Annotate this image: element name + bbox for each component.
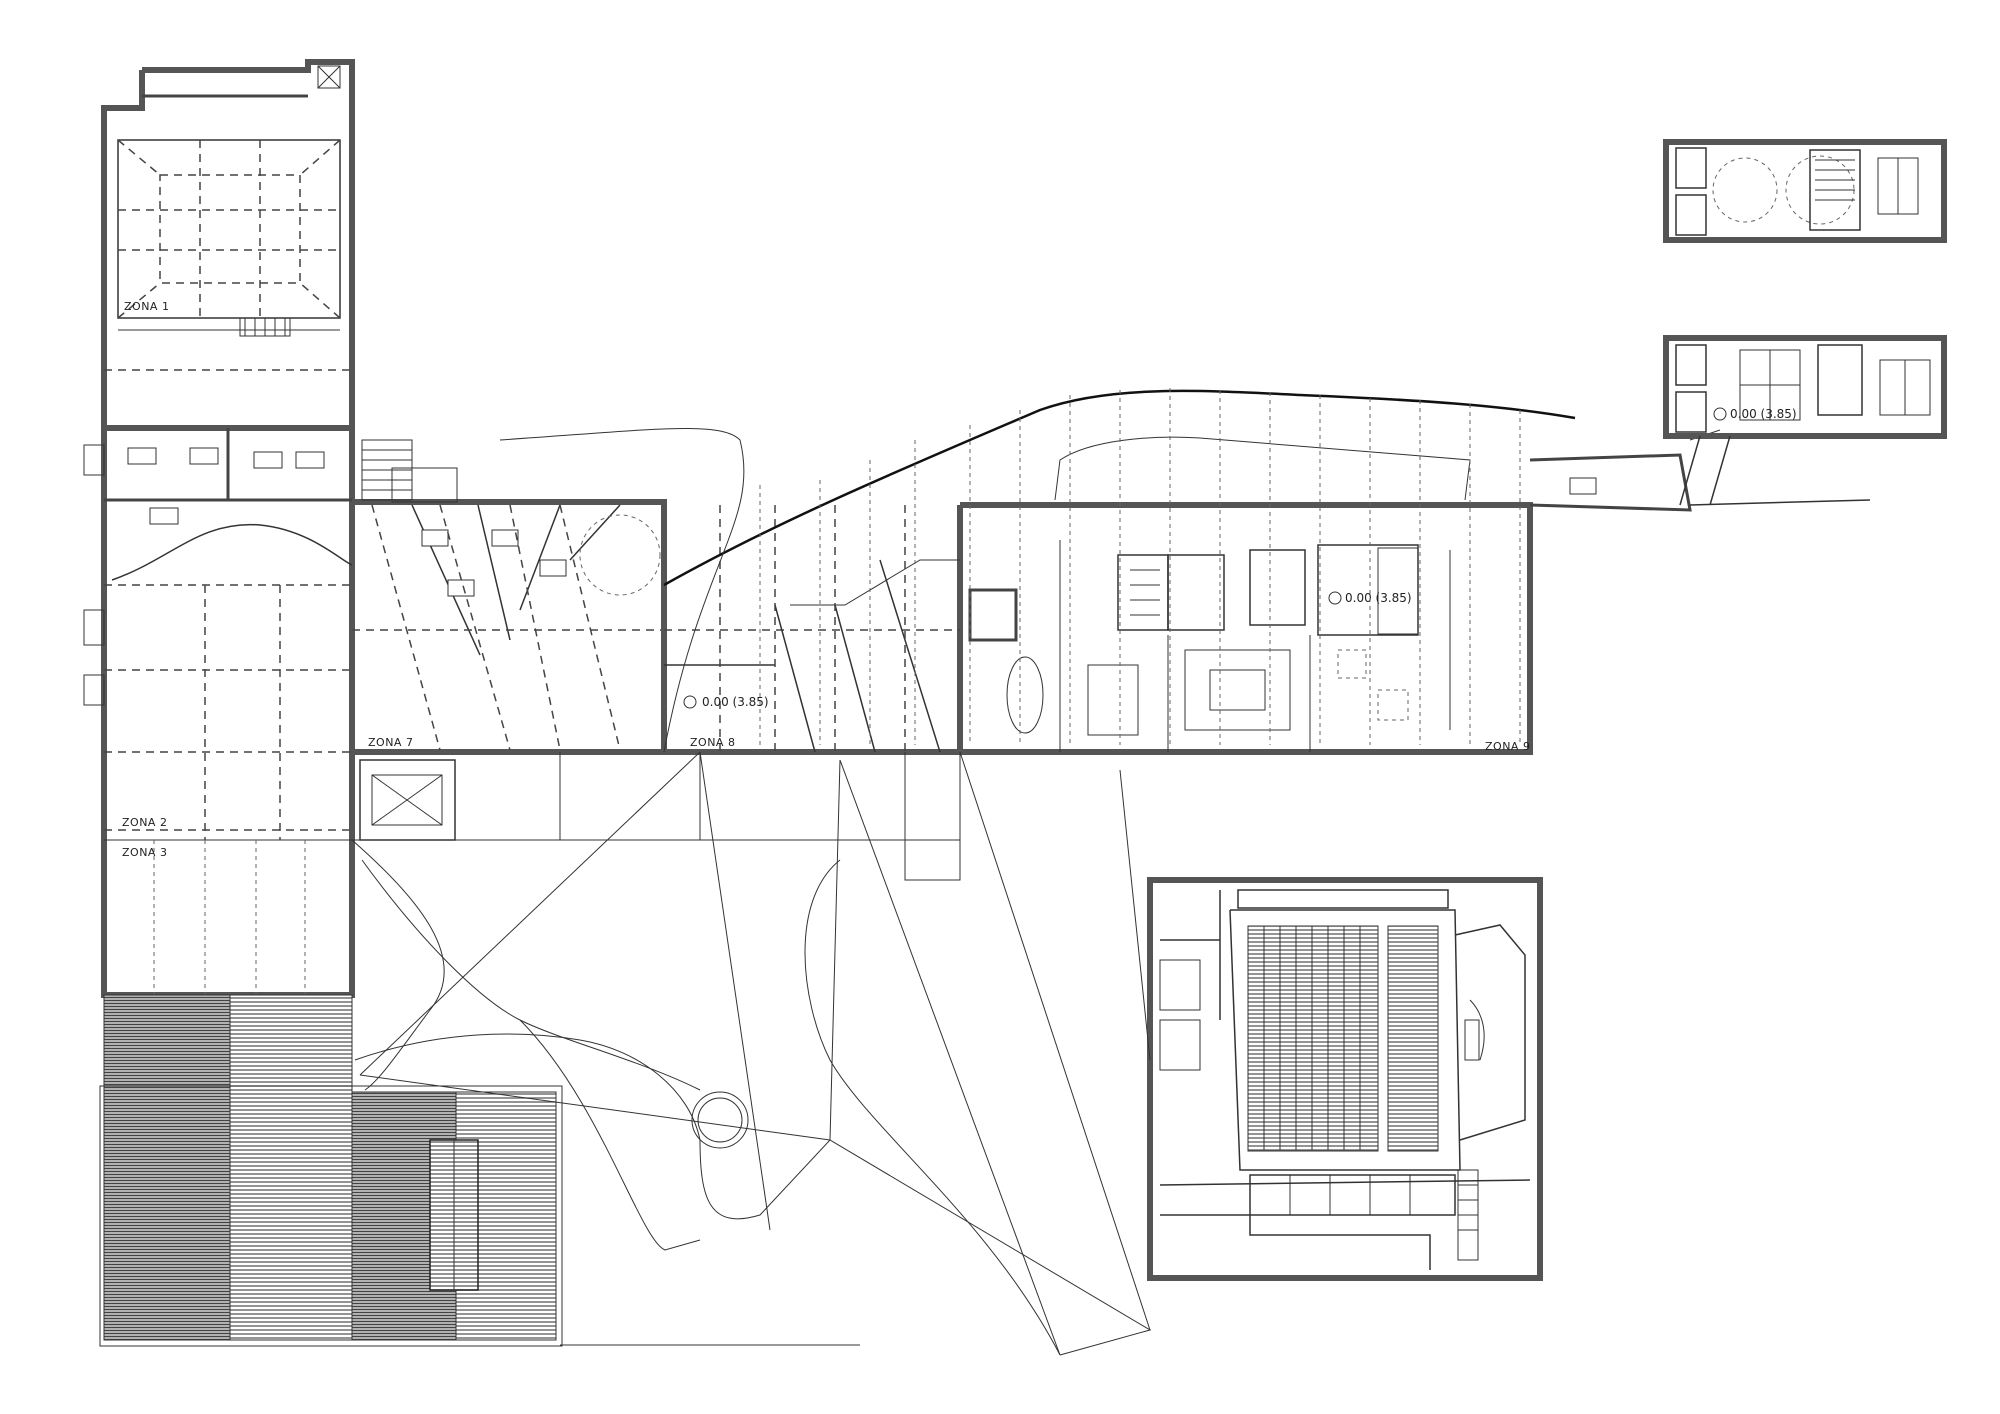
zona-8-label: ZONA 8 — [690, 736, 735, 749]
east-link — [1529, 429, 1871, 512]
annex-level-marker: 0.00 (3.85) — [1730, 407, 1797, 421]
zona-9-block: 0.00 (3.85) ZONA 9 — [960, 502, 1533, 755]
auditorium-block — [1147, 877, 1543, 1281]
roof-terrace — [99, 994, 563, 1347]
zona-8-level-marker: 0.00 (3.85) — [702, 695, 769, 709]
plaza-geometry — [351, 427, 1152, 1356]
zona-7-block: ZONA 7 — [352, 439, 667, 841]
auditorium-seat-cluster — [1006, 649, 1291, 736]
zona-2-3-block: ZONA 2 ZONA 3 — [83, 428, 355, 998]
zona-3-label: ZONA 3 — [122, 846, 167, 859]
zona-2-label: ZONA 2 — [122, 816, 167, 829]
desk-cluster-west — [127, 447, 325, 525]
zona-1-label: ZONA 1 — [124, 300, 169, 313]
auditorium-seating — [1247, 925, 1439, 1152]
annex-top — [1663, 139, 1947, 243]
zona-9-label: ZONA 9 — [1485, 740, 1530, 753]
zona-7-label: ZONA 7 — [368, 736, 413, 749]
zona-9-level-marker: 0.00 (3.85) — [1345, 591, 1412, 605]
annex-middle: 0.00 (3.85) — [1663, 335, 1947, 506]
zona-8-block: 0.00 (3.85) ZONA 8 — [661, 505, 963, 755]
zona-1-block: ZONA 1 — [101, 59, 355, 431]
facade-canopy — [663, 388, 1576, 745]
